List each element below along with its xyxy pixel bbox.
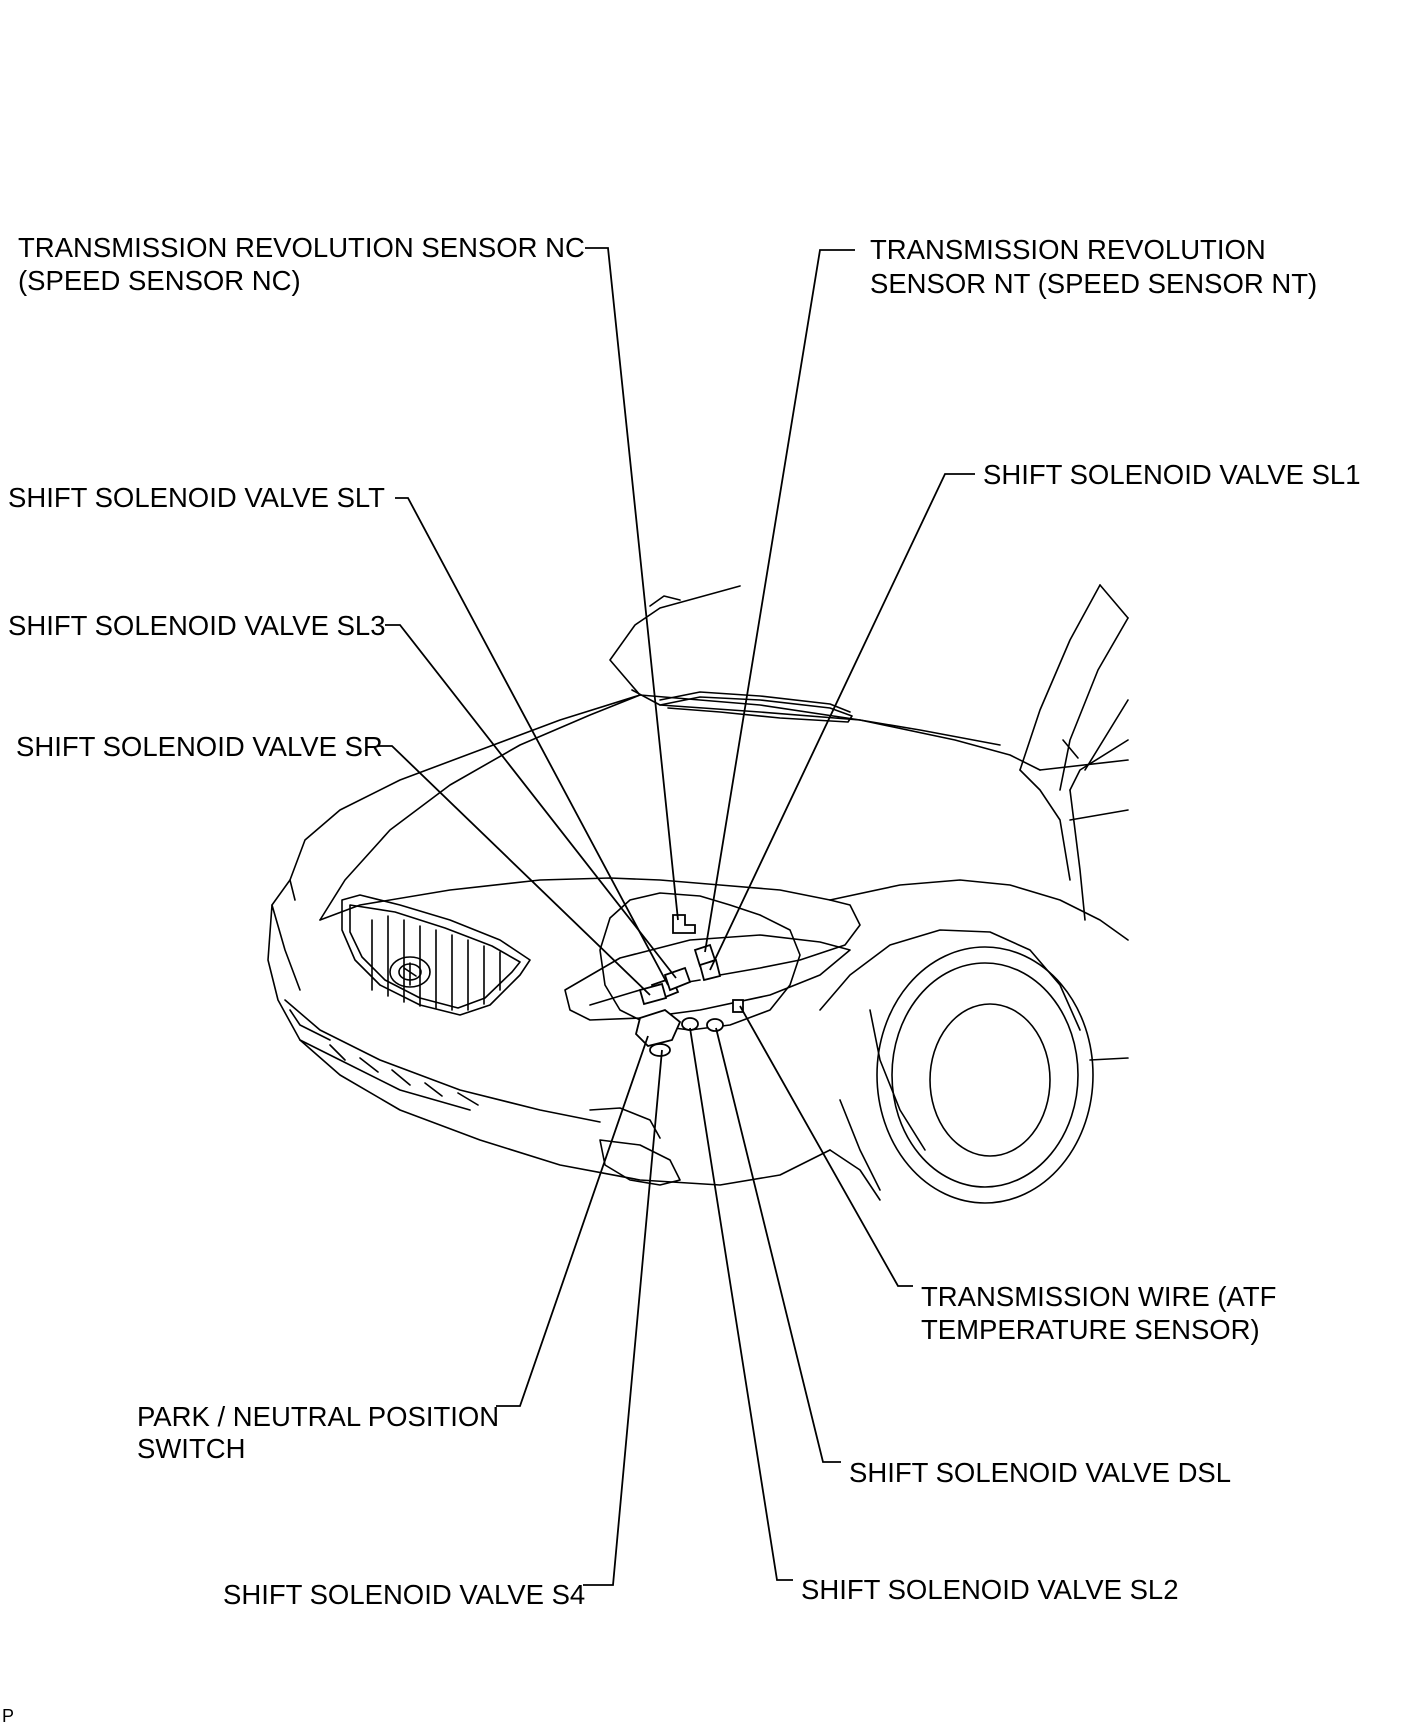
atf-sensor-part bbox=[732, 999, 744, 1013]
label-speed-sensor-nc-line2: (SPEED SENSOR NC) bbox=[18, 265, 301, 296]
solenoid-s4-part bbox=[649, 1043, 671, 1057]
label-speed-sensor-nt-line1: TRANSMISSION REVOLUTION bbox=[870, 234, 1266, 265]
label-solenoid-s4: SHIFT SOLENOID VALVE S4 bbox=[223, 1579, 585, 1610]
solenoid-sr-part bbox=[638, 982, 668, 1006]
park-neutral-switch-part bbox=[635, 1008, 682, 1047]
corner-mark: P bbox=[2, 1706, 14, 1726]
label-solenoid-sr: SHIFT SOLENOID VALVE SR bbox=[16, 731, 383, 762]
label-solenoid-slt: SHIFT SOLENOID VALVE SLT bbox=[8, 482, 385, 513]
label-solenoid-dsl: SHIFT SOLENOID VALVE DSL bbox=[849, 1457, 1231, 1488]
label-park-neutral-line1: PARK / NEUTRAL POSITION bbox=[137, 1401, 499, 1432]
label-solenoid-sl3: SHIFT SOLENOID VALVE SL3 bbox=[8, 610, 386, 641]
label-atf-sensor-line1: TRANSMISSION WIRE (ATF bbox=[921, 1281, 1276, 1312]
solenoid-sl3-part bbox=[663, 966, 692, 992]
leader-sl1 bbox=[709, 473, 975, 971]
leader-lines bbox=[378, 247, 975, 1586]
label-solenoid-sl2: SHIFT SOLENOID VALVE SL2 bbox=[801, 1574, 1179, 1605]
leader-sl3 bbox=[385, 624, 677, 979]
leader-sl2 bbox=[689, 1027, 793, 1581]
label-atf-sensor-line2: TEMPERATURE SENSOR) bbox=[921, 1314, 1260, 1345]
label-solenoid-sl1: SHIFT SOLENOID VALVE SL1 bbox=[983, 459, 1361, 490]
leader-atf bbox=[739, 1005, 913, 1287]
label-park-neutral-line2: SWITCH bbox=[137, 1433, 245, 1464]
leader-nc bbox=[585, 247, 679, 921]
callout-labels: TRANSMISSION REVOLUTION SENSOR NC (SPEED… bbox=[2, 232, 1361, 1726]
car-body-outline bbox=[267, 584, 1129, 1204]
leader-nt bbox=[704, 249, 855, 953]
leader-pnp bbox=[496, 1035, 649, 1407]
leader-slt bbox=[395, 497, 669, 986]
transaxle-components bbox=[635, 914, 744, 1057]
leader-dsl bbox=[715, 1027, 841, 1463]
leader-sr bbox=[378, 745, 651, 996]
label-speed-sensor-nt-line2: SENSOR NT (SPEED SENSOR NT) bbox=[870, 268, 1317, 299]
speed-sensor-nc-part bbox=[672, 914, 696, 934]
leader-s4 bbox=[583, 1049, 663, 1586]
solenoid-dsl-part bbox=[706, 1018, 724, 1032]
label-speed-sensor-nc-line1: TRANSMISSION REVOLUTION SENSOR NC bbox=[18, 232, 585, 263]
